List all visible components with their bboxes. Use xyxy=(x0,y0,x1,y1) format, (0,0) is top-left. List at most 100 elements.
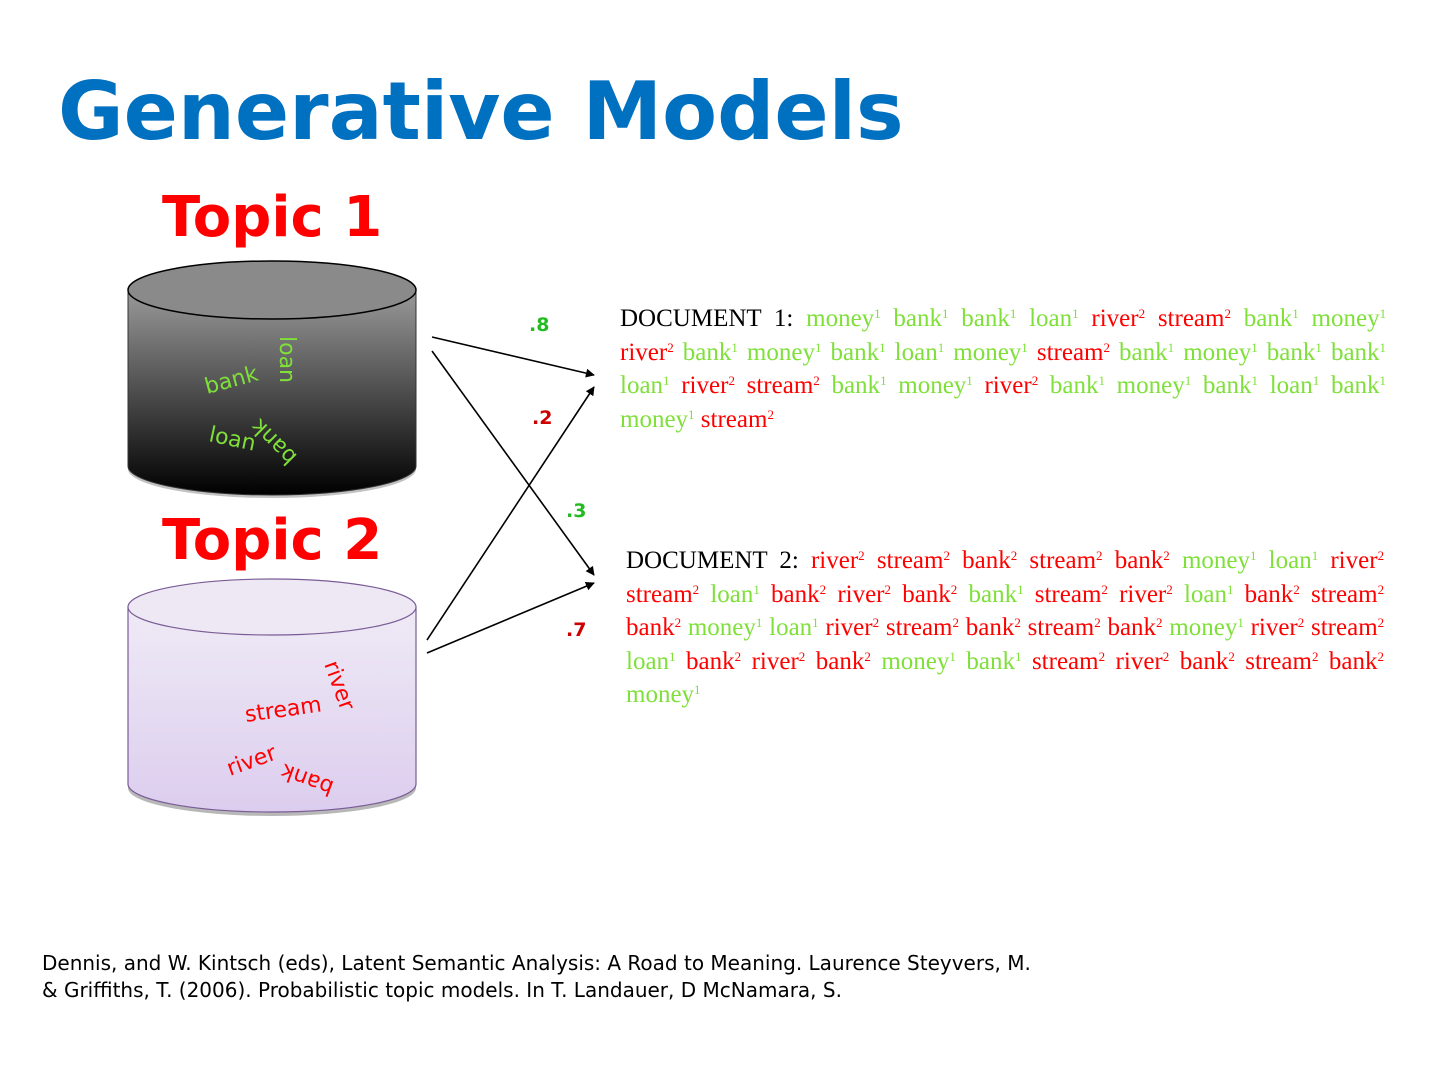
document-token: loan1 xyxy=(710,581,760,608)
token-topic-index: 1 xyxy=(1017,581,1024,597)
document-token: river2 xyxy=(1119,581,1173,608)
token-word: river xyxy=(1091,305,1139,332)
token-word: loan xyxy=(710,580,754,608)
token-topic-index: 2 xyxy=(667,339,674,355)
token-topic-index: 2 xyxy=(1101,581,1108,597)
document-token: stream2 xyxy=(877,547,950,574)
token-topic-index: 1 xyxy=(874,306,881,321)
document-token: stream2 xyxy=(1029,547,1102,574)
token-topic-index: 1 xyxy=(731,339,738,355)
document-token: money1 xyxy=(898,372,973,399)
token-word: bank xyxy=(1107,614,1157,641)
token-topic-index: 2 xyxy=(1163,548,1170,563)
document-token: stream2 xyxy=(626,581,699,608)
token-word: stream xyxy=(1311,614,1378,641)
token-topic-index: 2 xyxy=(1098,648,1106,664)
document-token: stream2 xyxy=(1035,581,1108,608)
token-topic-index: 2 xyxy=(767,406,774,422)
token-topic-index: 1 xyxy=(669,648,676,664)
document-token: stream2 xyxy=(747,372,820,399)
document-token: money1 xyxy=(620,406,695,433)
token-word: bank xyxy=(771,580,820,608)
token-word: stream xyxy=(1036,338,1104,366)
token-word: river xyxy=(984,372,1032,399)
token-word: bank xyxy=(1266,338,1316,366)
document-token: bank1 xyxy=(683,339,738,366)
document-token: stream2 xyxy=(1028,614,1101,641)
document-token: money1 xyxy=(806,305,881,332)
document-2-text: DOCUMENT 2: river2 stream2 bank2 stream2… xyxy=(626,544,1384,712)
document-token: money1 xyxy=(1169,614,1244,641)
token-topic-index: 1 xyxy=(1184,373,1192,388)
token-topic-index: 2 xyxy=(1031,373,1039,388)
token-topic-index: 2 xyxy=(819,581,827,597)
topic-1-word: loan xyxy=(274,336,299,383)
token-word: bank xyxy=(965,614,1015,641)
document-token: river2 xyxy=(1116,648,1170,675)
token-word: money xyxy=(1311,305,1380,332)
token-word: loan xyxy=(620,372,664,399)
document-token: loan1 xyxy=(1270,372,1320,399)
token-word: bank xyxy=(830,338,880,366)
token-topic-index: 2 xyxy=(1224,306,1231,321)
token-word: bank xyxy=(968,580,1018,608)
document-token: bank2 xyxy=(771,581,826,608)
document-token: loan1 xyxy=(1184,581,1234,608)
token-topic-index: 1 xyxy=(1009,306,1017,321)
citation-reference: Dennis, and W. Kintsch (eds), Latent Sem… xyxy=(42,951,1031,1002)
token-word: stream xyxy=(1157,305,1225,332)
token-topic-index: 2 xyxy=(728,373,735,388)
token-topic-index: 1 xyxy=(663,373,670,388)
token-word: loan xyxy=(1268,547,1312,574)
document-token: bank2 xyxy=(816,648,871,675)
token-topic-index: 1 xyxy=(812,615,819,630)
document-token: bank1 xyxy=(1331,372,1386,399)
document-token: money1 xyxy=(626,681,701,708)
token-topic-index: 2 xyxy=(1156,615,1163,630)
token-word: bank xyxy=(1049,372,1099,399)
token-topic-index: 1 xyxy=(937,339,945,355)
token-word: loan xyxy=(1029,305,1073,332)
token-topic-index: 2 xyxy=(1138,306,1146,321)
document-token: loan1 xyxy=(626,648,676,675)
token-topic-index: 1 xyxy=(1021,339,1028,355)
weight-label-topic1-doc1: .8 xyxy=(529,314,549,336)
token-topic-index: 2 xyxy=(1096,548,1103,563)
token-topic-index: 1 xyxy=(1251,339,1258,355)
document-token: money1 xyxy=(1183,339,1258,366)
token-word: bank xyxy=(1119,338,1168,366)
token-word: bank xyxy=(961,305,1010,332)
topic-2-label: Topic 2 xyxy=(162,508,383,573)
document-1-text: DOCUMENT 1: money1 bank1 bank1 loan1 riv… xyxy=(620,302,1386,436)
topic-1-label: Topic 1 xyxy=(162,185,383,250)
document-token: bank1 xyxy=(1119,339,1174,366)
document-token: bank2 xyxy=(1245,581,1300,608)
document-token: river2 xyxy=(984,372,1038,399)
token-topic-index: 1 xyxy=(755,615,763,630)
token-word: money xyxy=(620,405,689,433)
token-topic-index: 2 xyxy=(864,648,871,664)
token-topic-index: 1 xyxy=(1237,615,1244,630)
document-token: stream2 xyxy=(886,614,959,641)
token-topic-index: 2 xyxy=(1377,648,1385,664)
token-word: river xyxy=(620,338,668,366)
token-topic-index: 1 xyxy=(1250,548,1257,563)
token-topic-index: 2 xyxy=(950,581,958,597)
token-topic-index: 2 xyxy=(1228,648,1235,664)
token-topic-index: 1 xyxy=(1312,373,1320,388)
token-word: bank xyxy=(1202,372,1252,399)
document-token: river2 xyxy=(811,547,865,574)
token-word: river xyxy=(825,614,873,641)
token-word: money xyxy=(746,338,815,366)
topic-2-cylinder xyxy=(127,578,417,816)
token-topic-index: 1 xyxy=(1379,306,1387,321)
token-word: money xyxy=(953,338,1022,366)
token-topic-index: 2 xyxy=(1103,339,1110,355)
document-token: stream2 xyxy=(1158,305,1231,332)
token-word: bank xyxy=(1244,580,1294,608)
document-token: loan1 xyxy=(895,339,945,366)
token-topic-index: 1 xyxy=(1315,339,1322,355)
token-topic-index: 1 xyxy=(688,406,695,422)
token-word: loan xyxy=(894,338,938,366)
